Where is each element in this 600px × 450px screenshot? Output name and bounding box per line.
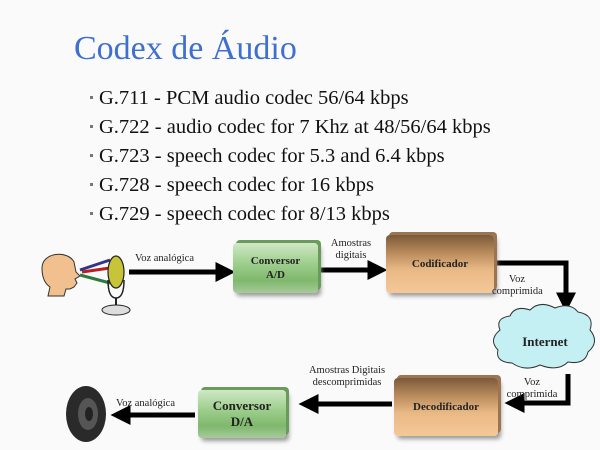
speaking-head-icon — [41, 253, 111, 297]
codec-item: G.729 - speech codec for 8/13 kbps — [90, 200, 491, 229]
bullet-icon — [90, 95, 93, 99]
codec-item: G.722 - audio codec for 7 Khz at 48/56/6… — [90, 113, 491, 142]
label-compressed-out: Voz comprimida — [492, 274, 543, 297]
internet-label: Internet — [522, 334, 568, 349]
label-digital-samples: Amostras digitais — [330, 238, 372, 261]
bullet-icon — [90, 124, 93, 128]
loudspeaker-icon — [66, 386, 106, 442]
label-compressed-in: Voz comprimida — [506, 377, 558, 400]
label-decompressed-samples: Amostras Digitais descomprimidas — [308, 365, 386, 388]
arrow-from-internet — [504, 374, 571, 413]
da-converter-box: Conversor D/A — [198, 390, 286, 438]
ad-converter-box: Conversor A/D — [233, 243, 318, 293]
slide-title: Codex de Áudio — [74, 30, 297, 67]
codec-item: G.728 - speech codec for 16 kbps — [90, 171, 491, 200]
internet-cloud — [493, 304, 595, 369]
bullet-icon — [90, 153, 93, 157]
microphone-icon — [101, 255, 131, 316]
encoder-box: Codificador — [386, 235, 494, 293]
arrow-to-internet — [497, 260, 576, 313]
decoder-box: Decodificador — [394, 378, 498, 436]
label-voice-out: Voz analógica — [116, 398, 175, 409]
codec-item: G.723 - speech codec for 5.3 and 6.4 kbp… — [90, 142, 491, 171]
codec-item: G.711 - PCM audio codec 56/64 kbps — [90, 84, 491, 113]
bullet-icon — [90, 211, 93, 215]
codec-list: G.711 - PCM audio codec 56/64 kbps G.722… — [90, 84, 491, 229]
bullet-icon — [90, 182, 93, 186]
label-voice-in: Voz analógica — [135, 253, 194, 264]
